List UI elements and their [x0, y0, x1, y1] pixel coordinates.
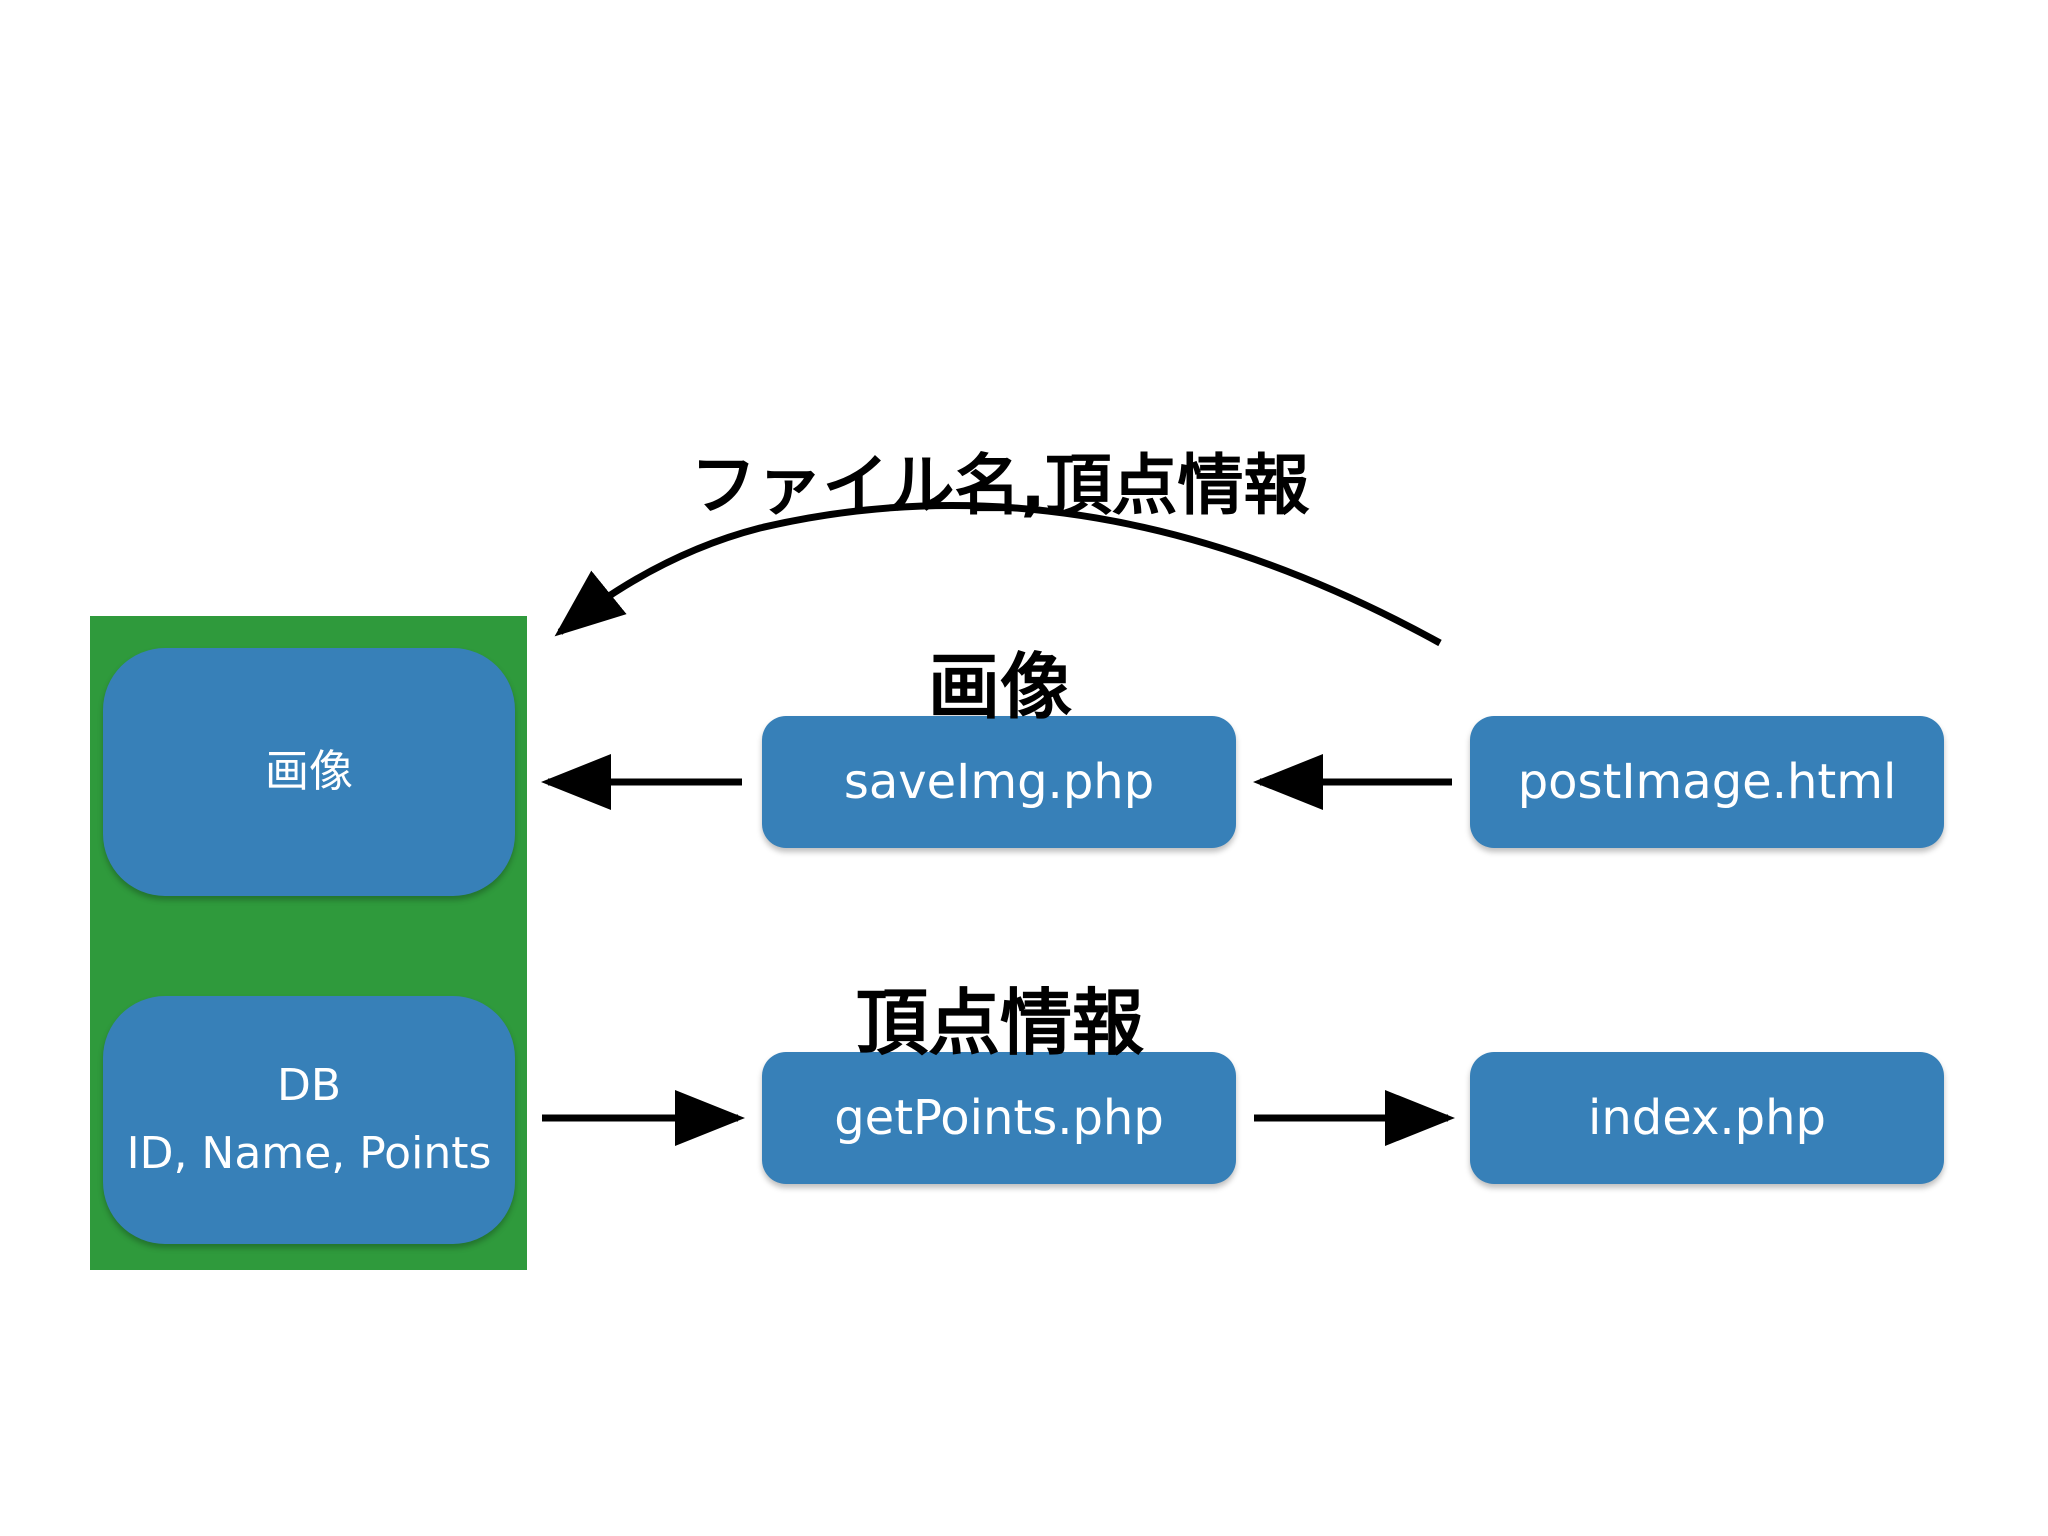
- points-flow-label: 頂点情報: [855, 981, 1144, 1065]
- image-store-label: 画像: [265, 746, 353, 797]
- index-label: index.php: [1588, 1090, 1826, 1146]
- postimage-label: postImage.html: [1517, 754, 1897, 810]
- saveimg-label: saveImg.php: [843, 754, 1155, 810]
- postimage-node[interactable]: postImage.html: [1470, 716, 1944, 848]
- top-arc-label: ファイル名,頂点情報: [690, 447, 1310, 524]
- index-node[interactable]: index.php: [1470, 1052, 1944, 1184]
- image-store-node[interactable]: 画像: [103, 648, 515, 896]
- saveimg-node[interactable]: saveImg.php: [762, 716, 1236, 848]
- image-flow-label: 画像: [927, 645, 1072, 729]
- arc-arrow: [554, 502, 1442, 647]
- getpoints-label: getPoints.php: [834, 1090, 1164, 1146]
- db-title: DB: [276, 1060, 342, 1111]
- db-fields: ID, Name, Points: [126, 1128, 492, 1179]
- db-node[interactable]: DB ID, Name, Points: [103, 996, 515, 1244]
- getpoints-node[interactable]: getPoints.php: [762, 1052, 1236, 1184]
